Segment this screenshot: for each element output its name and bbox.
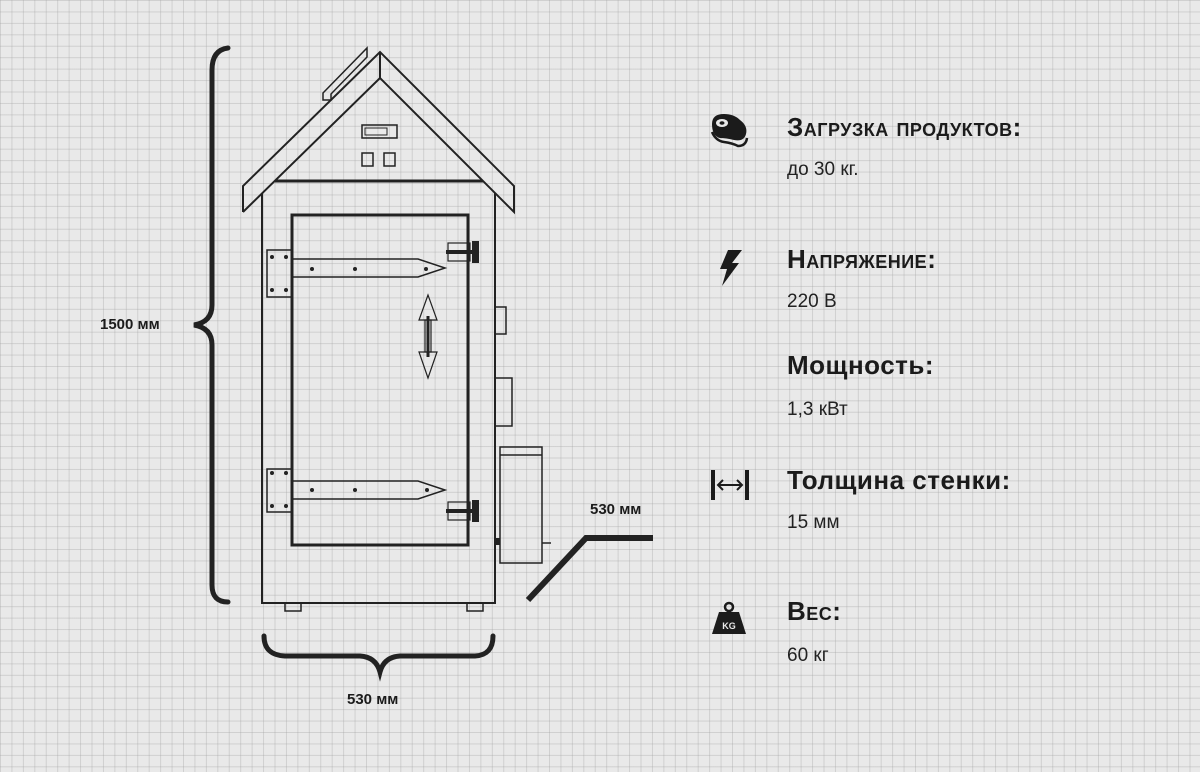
chimney [322,46,368,101]
height-label: 1500 мм [100,316,160,333]
width-brace [261,633,496,682]
controller-display [361,124,398,139]
depth-label: 530 мм [590,501,642,518]
foot [466,602,484,612]
spec-value-power: 1,3 кВт [787,399,848,420]
body [261,193,496,604]
weight-kg-icon: KG [712,601,746,634]
double-arrow [418,293,438,380]
spec-value-wall: 15 мм [787,512,840,533]
weight-icon-text: KG [722,621,736,631]
latch-bottom [446,500,479,522]
depth-dimension-line [525,535,653,603]
spec-value-load: до 30 кг. [787,159,859,180]
side-box [494,306,507,335]
spec-heading-weight: Вес: [787,596,842,626]
width-label: 530 мм [347,691,399,708]
thickness-arrows-icon [711,470,749,500]
spec-heading-voltage: Напряжение: [787,244,937,274]
latch-top [446,241,479,263]
spec-value-voltage: 220 В [787,291,837,312]
smoke-generator [499,446,543,564]
door [290,213,470,547]
switch [383,152,396,167]
hinge-top [266,249,448,298]
switch [361,152,374,167]
spec-heading-power: Мощность: [787,350,935,380]
height-brace [193,45,231,605]
spec-value-weight: 60 кг [787,645,829,666]
meat-icon [710,114,749,148]
spec-heading-load: Загрузка продуктов: [787,112,1022,142]
hinge-bottom [266,468,448,513]
lightning-icon [720,250,742,286]
spec-heading-wall: Толщина стенки: [787,465,1011,495]
roof [242,46,515,215]
foot [284,602,302,612]
side-box [494,377,513,427]
